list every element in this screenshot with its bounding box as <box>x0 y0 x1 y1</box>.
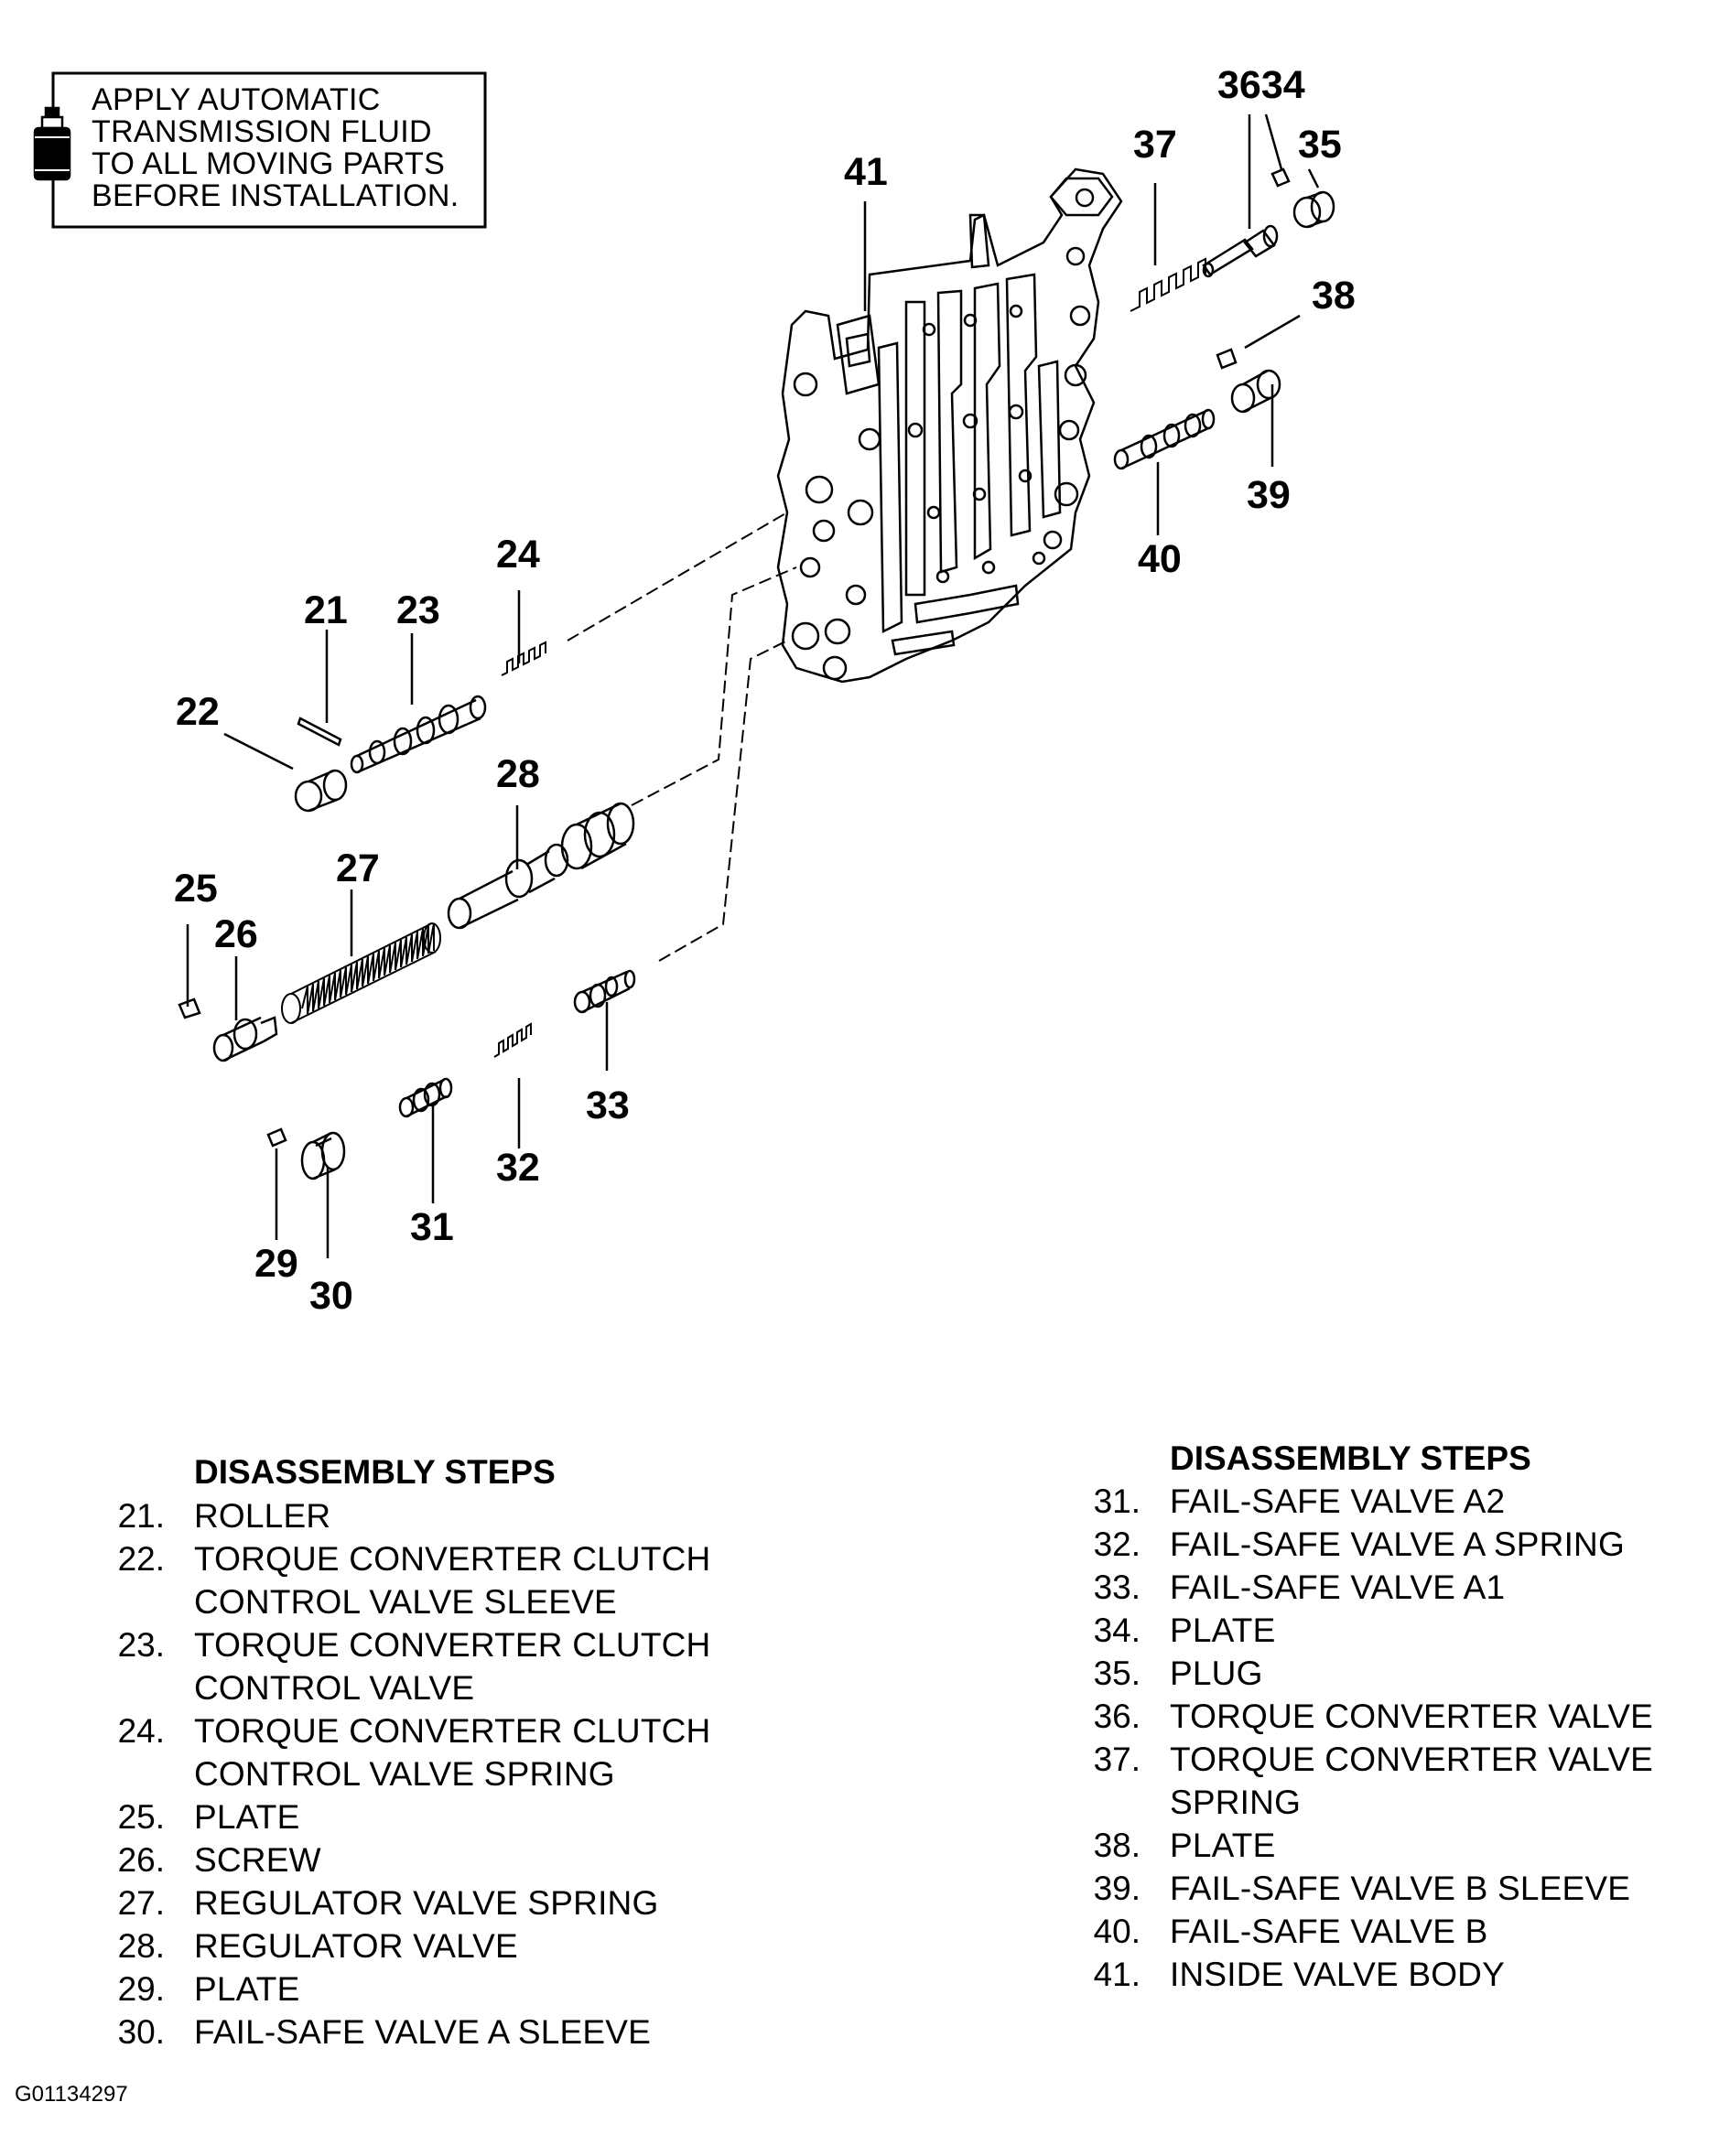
exploded-view-diagram: 41 3634 37 35 38 39 40 24 21 23 22 28 27… <box>33 63 1356 1318</box>
step-37-text-2: SPRING <box>1170 1784 1302 1821</box>
step-26-text: SCREW <box>194 1841 321 1879</box>
callout-23: 23 <box>396 588 440 632</box>
step-37-num: 37. <box>1093 1741 1141 1778</box>
callout-3634: 3634 <box>1217 63 1305 107</box>
step-26-num: 26. <box>117 1841 165 1879</box>
step-31-num: 31. <box>1093 1482 1141 1520</box>
step-22-text-2: CONTROL VALVE SLEEVE <box>194 1583 617 1621</box>
callout-24: 24 <box>496 533 540 577</box>
step-40-text: FAIL-SAFE VALVE B <box>1170 1913 1488 1950</box>
callout-31: 31 <box>410 1205 454 1249</box>
step-35-num: 35. <box>1093 1655 1141 1692</box>
inside-valve-body <box>776 167 1123 684</box>
step-21-num: 21. <box>117 1497 165 1535</box>
tcc-control-valve-spring <box>501 641 546 676</box>
step-33-text: FAIL-SAFE VALVE A1 <box>1170 1568 1506 1606</box>
step-28-text: REGULATOR VALVE <box>194 1927 518 1965</box>
step-36-num: 36. <box>1093 1698 1141 1735</box>
tcc-control-valve <box>350 695 487 774</box>
step-36-text: TORQUE CONVERTER VALVE <box>1170 1698 1654 1735</box>
step-33-num: 33. <box>1093 1568 1141 1606</box>
callout-22: 22 <box>176 690 220 734</box>
step-34-text: PLATE <box>1170 1612 1276 1649</box>
step-25-num: 25. <box>117 1798 165 1836</box>
step-30-num: 30. <box>117 2013 165 2051</box>
torque-converter-valve <box>1202 224 1279 278</box>
callout-39: 39 <box>1247 473 1291 517</box>
plug-35 <box>1292 190 1335 229</box>
callout-38: 38 <box>1312 274 1356 318</box>
callout-28: 28 <box>496 752 540 796</box>
step-32-num: 32. <box>1093 1525 1141 1563</box>
callout-33: 33 <box>586 1083 630 1127</box>
callout-30: 30 <box>309 1274 353 1318</box>
step-22-text-1: TORQUE CONVERTER CLUTCH <box>194 1540 711 1578</box>
step-40-num: 40. <box>1093 1913 1141 1950</box>
step-41-text: INSIDE VALVE BODY <box>1170 1956 1505 1993</box>
tcc-control-valve-sleeve <box>294 769 348 813</box>
callout-labels: 41 3634 37 35 38 39 40 24 21 23 22 28 27… <box>174 63 1356 1318</box>
fluid-bottle-icon <box>33 106 71 181</box>
step-38-num: 38. <box>1093 1827 1141 1864</box>
callout-27: 27 <box>336 846 380 890</box>
steps-left-title: DISASSEMBLY STEPS <box>194 1453 556 1491</box>
regulator-valve <box>447 802 635 930</box>
plate-29 <box>266 1127 287 1148</box>
fail-safe-valve-a-sleeve <box>300 1131 346 1180</box>
leader-lines <box>186 113 1320 1258</box>
guide-lines <box>567 512 797 962</box>
step-25-text: PLATE <box>194 1798 300 1836</box>
callout-37: 37 <box>1133 123 1177 167</box>
callout-41: 41 <box>844 150 888 194</box>
fail-safe-valve-a1 <box>573 969 636 1014</box>
roller-21 <box>297 717 342 747</box>
step-38-text: PLATE <box>1170 1827 1276 1864</box>
fail-safe-valve-b-sleeve <box>1230 369 1281 414</box>
plate-38 <box>1216 348 1238 370</box>
note-line-2: TRANSMISSION FLUID <box>92 114 432 149</box>
steps-right-title: DISASSEMBLY STEPS <box>1170 1439 1531 1477</box>
note-line-4: BEFORE INSTALLATION. <box>92 178 459 213</box>
callout-21: 21 <box>304 588 348 632</box>
fail-safe-valve-b <box>1113 408 1216 470</box>
callout-29: 29 <box>254 1242 298 1286</box>
spring-37 <box>1130 257 1206 312</box>
plate-25 <box>178 997 201 1019</box>
step-39-text: FAIL-SAFE VALVE B SLEEVE <box>1170 1870 1631 1907</box>
step-27-num: 27. <box>117 1884 165 1922</box>
note-line-3: TO ALL MOVING PARTS <box>92 146 446 181</box>
step-27-text: REGULATOR VALVE SPRING <box>194 1884 659 1922</box>
plate-34 <box>1270 167 1291 188</box>
fail-safe-valve-a-spring <box>493 1022 532 1058</box>
callout-35: 35 <box>1298 123 1342 167</box>
step-23-text-2: CONTROL VALVE <box>194 1669 475 1707</box>
step-29-text: PLATE <box>194 1970 300 2008</box>
step-22-num: 22. <box>117 1540 165 1578</box>
callout-32: 32 <box>496 1146 540 1190</box>
step-30-text: FAIL-SAFE VALVE A SLEEVE <box>194 2013 652 2051</box>
step-39-num: 39. <box>1093 1870 1141 1907</box>
step-28-num: 28. <box>117 1927 165 1965</box>
step-41-num: 41. <box>1093 1956 1141 1993</box>
step-35-text: PLUG <box>1170 1655 1263 1692</box>
step-23-text-1: TORQUE CONVERTER CLUTCH <box>194 1626 711 1664</box>
step-24-num: 24. <box>117 1712 165 1750</box>
step-29-num: 29. <box>117 1970 165 2008</box>
note-line-1: APPLY AUTOMATIC <box>92 82 381 117</box>
callout-25: 25 <box>174 867 218 911</box>
step-21-text: ROLLER <box>194 1497 331 1535</box>
step-34-num: 34. <box>1093 1612 1141 1649</box>
screw-26 <box>212 1016 278 1062</box>
callout-40: 40 <box>1138 537 1182 581</box>
step-24-text-2: CONTROL VALVE SPRING <box>194 1755 615 1793</box>
step-37-text-1: TORQUE CONVERTER VALVE <box>1170 1741 1654 1778</box>
figure-id: G01134297 <box>15 2082 128 2107</box>
step-24-text-1: TORQUE CONVERTER CLUTCH <box>194 1712 711 1750</box>
fail-safe-valve-a2 <box>398 1077 453 1118</box>
callout-26: 26 <box>214 912 258 956</box>
step-32-text: FAIL-SAFE VALVE A SPRING <box>1170 1525 1625 1563</box>
regulator-valve-spring <box>281 922 441 1024</box>
step-23-num: 23. <box>117 1626 165 1664</box>
step-31-text: FAIL-SAFE VALVE A2 <box>1170 1482 1506 1520</box>
